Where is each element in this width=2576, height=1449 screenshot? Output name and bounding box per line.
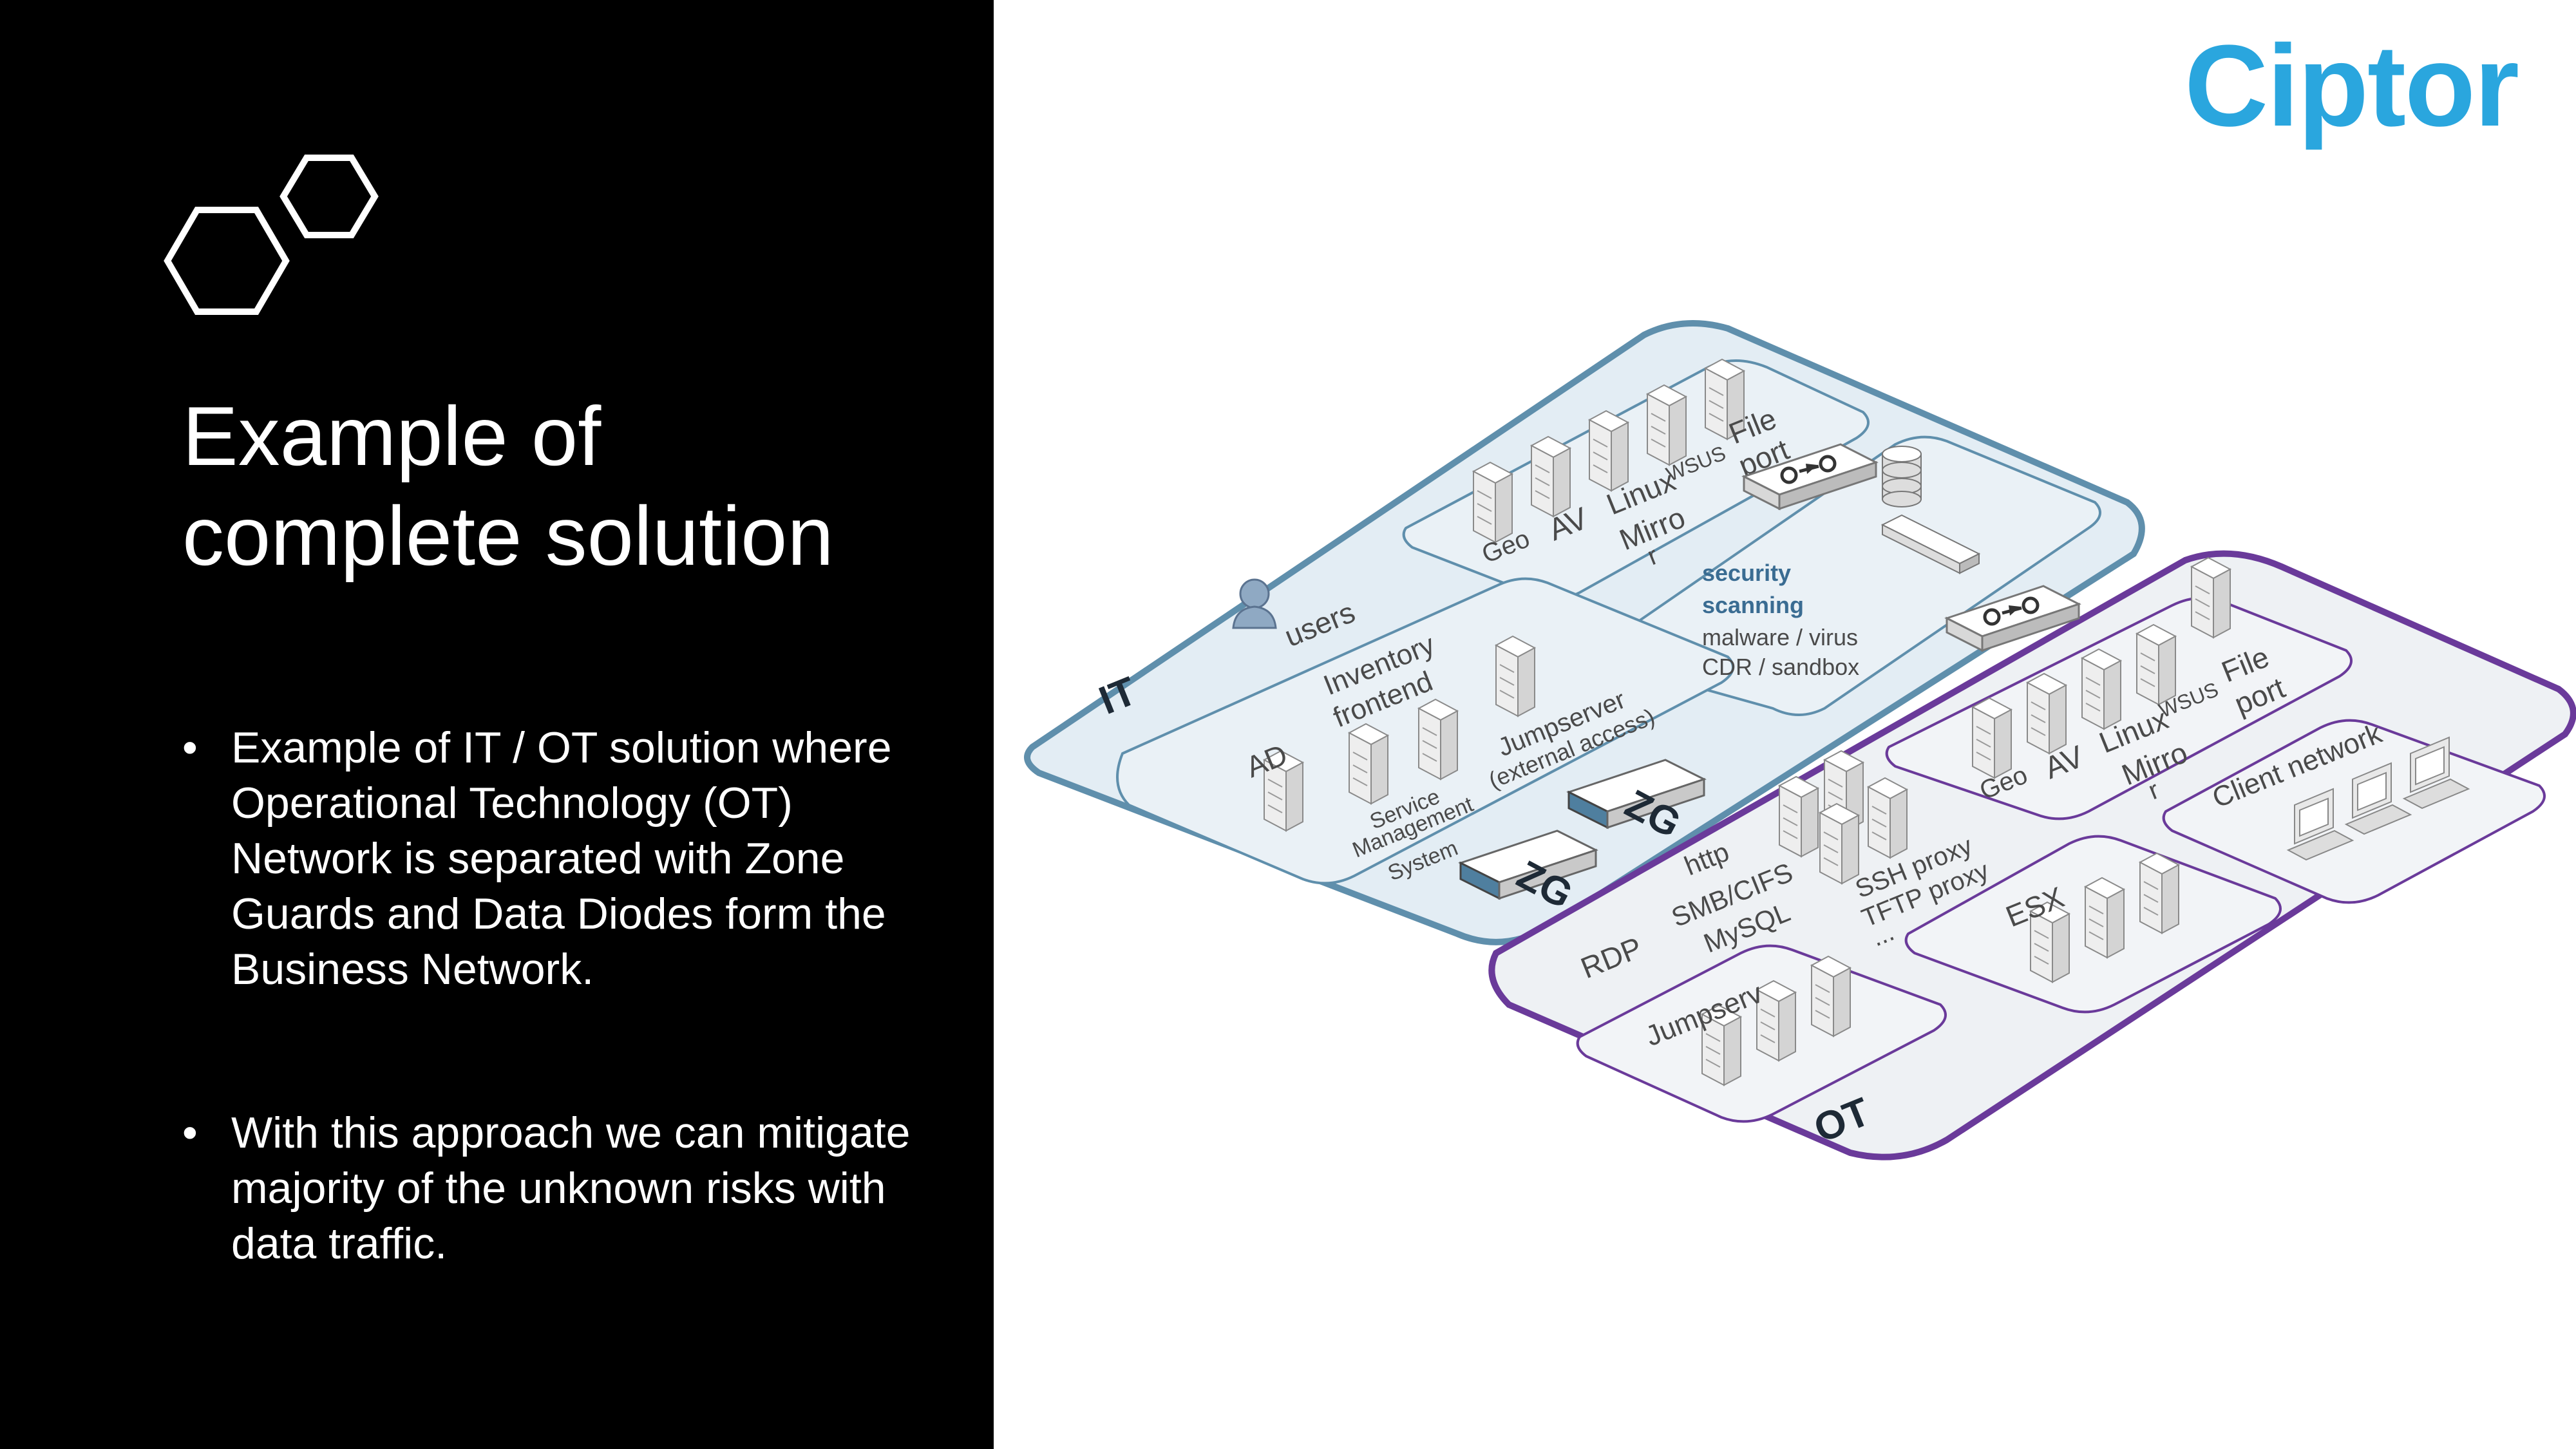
bullet-item: Example of IT / OT solution where Operat… — [182, 720, 955, 997]
server-icon — [1779, 776, 1819, 857]
hexagon-outline-icon — [164, 155, 379, 315]
user-icon — [1232, 578, 1277, 629]
left-panel: Example of complete solution Example of … — [0, 0, 994, 1449]
server-icon — [1972, 697, 2012, 779]
server-icon — [1868, 777, 1908, 858]
server-icon — [2085, 877, 2125, 958]
server-icon — [1349, 723, 1388, 804]
bullet-item: With this approach we can mitigate major… — [182, 1105, 955, 1271]
slide-title-line-2: complete solution — [182, 489, 834, 583]
server-icon — [2139, 853, 2179, 934]
security-label: malware / virus — [1702, 624, 1858, 650]
bullet-list: Example of IT / OT solution where Operat… — [182, 720, 955, 1379]
brand-logo: Ciptor — [2184, 21, 2519, 151]
security-label: security — [1702, 560, 1791, 586]
server-icon — [1880, 514, 1981, 574]
server-icon — [2191, 557, 2231, 638]
server-icon — [1647, 384, 1687, 466]
database-icon — [1882, 446, 1922, 507]
security-label: CDR / sandbox — [1702, 654, 1859, 680]
server-icon — [1811, 956, 1851, 1037]
server-icon — [1819, 803, 1859, 884]
server-icon — [1756, 980, 1796, 1061]
it-services-zone — [1402, 359, 1870, 600]
server-icon — [2027, 673, 2067, 754]
slide-title: Example of complete solution — [182, 386, 955, 586]
server-icon — [1531, 436, 1571, 517]
network-diagram: Geo AV Linux WSUS Mirro r File port secu… — [1024, 320, 2576, 1160]
server-icon — [1418, 699, 1458, 780]
server-icon — [2136, 624, 2176, 705]
security-label: scanning — [1702, 592, 1804, 618]
server-icon — [1473, 462, 1513, 543]
server-icon — [1589, 410, 1629, 491]
slide-title-line-1: Example of — [182, 389, 601, 483]
server-icon — [2081, 649, 2121, 730]
server-icon — [1495, 636, 1535, 717]
